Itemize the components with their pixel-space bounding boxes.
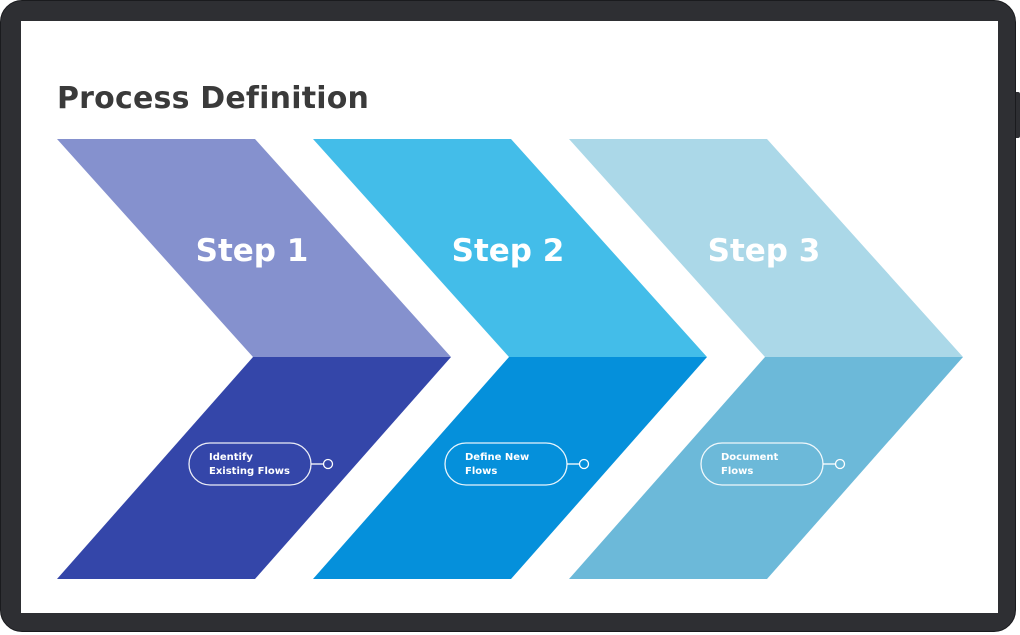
step-1-subtask-line-2: Existing Flows bbox=[209, 466, 290, 477]
step-1-subtask-line-1: Identify bbox=[209, 452, 253, 463]
side-button bbox=[1016, 92, 1020, 138]
step-2-upper-arm bbox=[313, 139, 707, 357]
step-1-label: Step 1 bbox=[196, 233, 309, 269]
step-3-upper-arm bbox=[569, 139, 963, 357]
step-1-upper-arm bbox=[57, 139, 451, 357]
step-2-lower-arm bbox=[313, 357, 707, 579]
connector-dot-icon bbox=[322, 458, 334, 470]
step-2-subtask-line-2: Flows bbox=[465, 466, 497, 477]
step-3-label: Step 3 bbox=[708, 233, 821, 269]
connector-dot-icon bbox=[578, 458, 590, 470]
connector-dot-icon bbox=[834, 458, 846, 470]
step-2-label: Step 2 bbox=[452, 233, 565, 269]
step-2-subtask-line-1: Define New bbox=[465, 452, 529, 463]
step-3-subtask-line-1: Document bbox=[721, 452, 779, 463]
step-3-subtask-line-2: Flows bbox=[721, 466, 753, 477]
step-3-lower-arm bbox=[569, 357, 963, 579]
page-title: Process Definition bbox=[57, 81, 370, 116]
step-1-lower-arm bbox=[57, 357, 451, 579]
